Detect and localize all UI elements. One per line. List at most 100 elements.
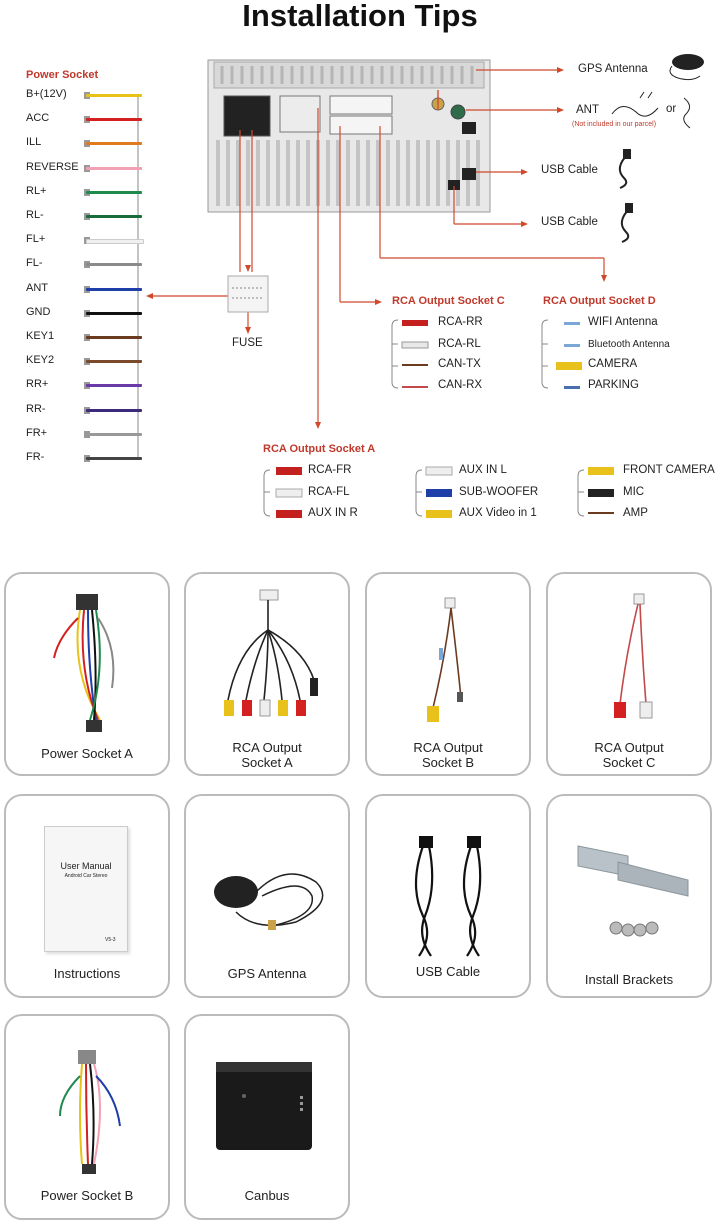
rca-c-item: RCA-RL xyxy=(438,338,481,350)
wire-color-swatch xyxy=(86,94,142,97)
power-pin-row: GND xyxy=(26,306,146,322)
card-usb-cable: USB Cable xyxy=(365,794,531,998)
card-caption: Canbus xyxy=(244,1188,290,1203)
rca-d-item: PARKING xyxy=(588,379,639,391)
rca-d-item: WIFI Antenna xyxy=(588,316,658,328)
power-pin-row: RR+ xyxy=(26,378,146,394)
rca-d-header: RCA Output Socket D xyxy=(543,295,656,307)
power-pin-label: RL+ xyxy=(26,184,47,197)
power-pin-label: FR+ xyxy=(26,426,48,439)
rca-c-header: RCA Output Socket C xyxy=(392,295,505,307)
socket-c-plugs xyxy=(401,320,429,388)
rca-a-harness-icon xyxy=(224,589,318,717)
manual-version: V5-3 xyxy=(105,937,116,943)
rca-a-item: AUX IN L xyxy=(459,464,507,476)
power-harness-icon xyxy=(53,594,115,732)
power-pin-row: FL+ xyxy=(26,233,146,249)
rca-a-item: RCA-FL xyxy=(308,486,350,498)
rca-d-item: CAMERA xyxy=(588,358,638,370)
power-pin-row: B+(12V) xyxy=(26,88,146,104)
manual-title: User Manual xyxy=(60,861,112,871)
wiring-diagram xyxy=(137,54,704,518)
card-rca-a: RCA Output Socket A xyxy=(184,572,350,776)
power-pin-label: GND xyxy=(26,305,51,318)
power-pin-label: ILL xyxy=(26,136,42,149)
wire-color-swatch xyxy=(86,263,142,267)
power-pin-row: KEY1 xyxy=(26,330,146,346)
head-unit-back xyxy=(207,59,491,213)
card-caption-2: Socket B xyxy=(421,755,475,770)
card-caption: RCA Output xyxy=(594,740,664,755)
power-pin-label: RL- xyxy=(26,209,44,221)
power-pin-row: FR- xyxy=(26,451,146,467)
power-pin-label: REVERSE xyxy=(26,160,79,173)
rca-d-item: Bluetooth Antenna xyxy=(588,339,670,350)
card-rca-b: RCA Output Socket B xyxy=(365,572,531,776)
card-rca-c: RCA Output Socket C xyxy=(546,572,712,776)
usb-cable-icon-1 xyxy=(618,149,631,189)
power-pin-row: KEY2 xyxy=(26,354,146,370)
power-pin-label: B+(12V) xyxy=(26,88,67,100)
socket-d-plugs xyxy=(556,322,582,389)
card-caption-2: Socket C xyxy=(602,755,656,770)
power-pin-label: ANT xyxy=(26,281,48,294)
power-pin-label: KEY1 xyxy=(26,330,55,342)
rca-c-item: RCA-RR xyxy=(438,316,483,328)
power-pin-row: RL+ xyxy=(26,185,146,201)
wire-color-swatch xyxy=(86,360,142,364)
power-pin-row: FL- xyxy=(26,257,146,273)
power-pin-row: RR- xyxy=(26,403,146,419)
wire-color-swatch xyxy=(86,384,142,388)
rca-c-item: CAN-RX xyxy=(438,379,483,391)
wire-color-swatch xyxy=(86,287,142,291)
card-install-brackets: Install Brackets xyxy=(546,794,712,998)
rca-a-header: RCA Output Socket A xyxy=(263,443,376,455)
fuse-block xyxy=(227,275,269,313)
power-pin-row: FR+ xyxy=(26,427,146,443)
power-socket-header: Power Socket xyxy=(26,69,99,81)
usb-cable-label-1: USB Cable xyxy=(541,164,598,176)
card-caption: Install Brackets xyxy=(584,972,674,987)
card-caption-2: Socket A xyxy=(241,755,293,770)
or-label: or xyxy=(666,103,677,115)
card-caption: RCA Output xyxy=(232,740,302,755)
wire-color-swatch xyxy=(86,239,144,245)
gps-antenna-label: GPS Antenna xyxy=(578,63,648,75)
power-pin-label: KEY2 xyxy=(26,354,55,367)
power-pin-label: FR- xyxy=(26,451,45,463)
power-pin-row: ACC xyxy=(26,112,146,128)
card-instructions: User Manual Android Car Stereo V5-3 Inst… xyxy=(4,794,170,998)
usb-cable-label-2: USB Cable xyxy=(541,216,598,228)
rca-a-item: AUX IN R xyxy=(308,507,358,519)
wire-color-swatch xyxy=(86,118,142,122)
card-caption: Power Socket B xyxy=(40,1188,134,1203)
wire-color-swatch xyxy=(86,215,142,218)
rca-c-item: CAN-TX xyxy=(438,358,481,370)
power-pin-label: FL- xyxy=(26,257,43,270)
power-pin-row: ILL xyxy=(26,136,146,152)
power-pin-label: RR- xyxy=(26,402,46,415)
power-pin-row: REVERSE xyxy=(26,161,146,177)
wire-color-swatch xyxy=(86,408,142,412)
wire-color-swatch xyxy=(86,166,142,170)
card-canbus: Canbus xyxy=(184,1014,350,1220)
ant-icon xyxy=(611,91,659,117)
wire-color-swatch xyxy=(86,336,142,339)
rca-c-harness-icon xyxy=(614,593,653,719)
gps-antenna-photo-icon xyxy=(214,873,324,930)
power-harness-b-icon xyxy=(59,1050,121,1174)
rca-a-item: AMP xyxy=(623,507,648,519)
ant-label: ANT xyxy=(576,104,599,116)
ant-note: (Not included in our parcel) xyxy=(572,121,657,128)
wire-color-swatch xyxy=(86,432,142,436)
wire-color-swatch xyxy=(86,457,142,460)
card-caption: Power Socket A xyxy=(41,746,133,761)
rca-a-item: AUX Video in 1 xyxy=(459,507,537,519)
power-pin-row: ANT xyxy=(26,282,146,298)
card-caption: RCA Output xyxy=(413,740,483,755)
page-title: Installation Tips xyxy=(242,0,478,33)
power-pin-label: FL+ xyxy=(26,233,46,246)
brackets-icon xyxy=(577,845,689,937)
power-pin-label: ACC xyxy=(26,112,50,125)
manual-subtitle: Android Car Stereo xyxy=(64,873,108,879)
